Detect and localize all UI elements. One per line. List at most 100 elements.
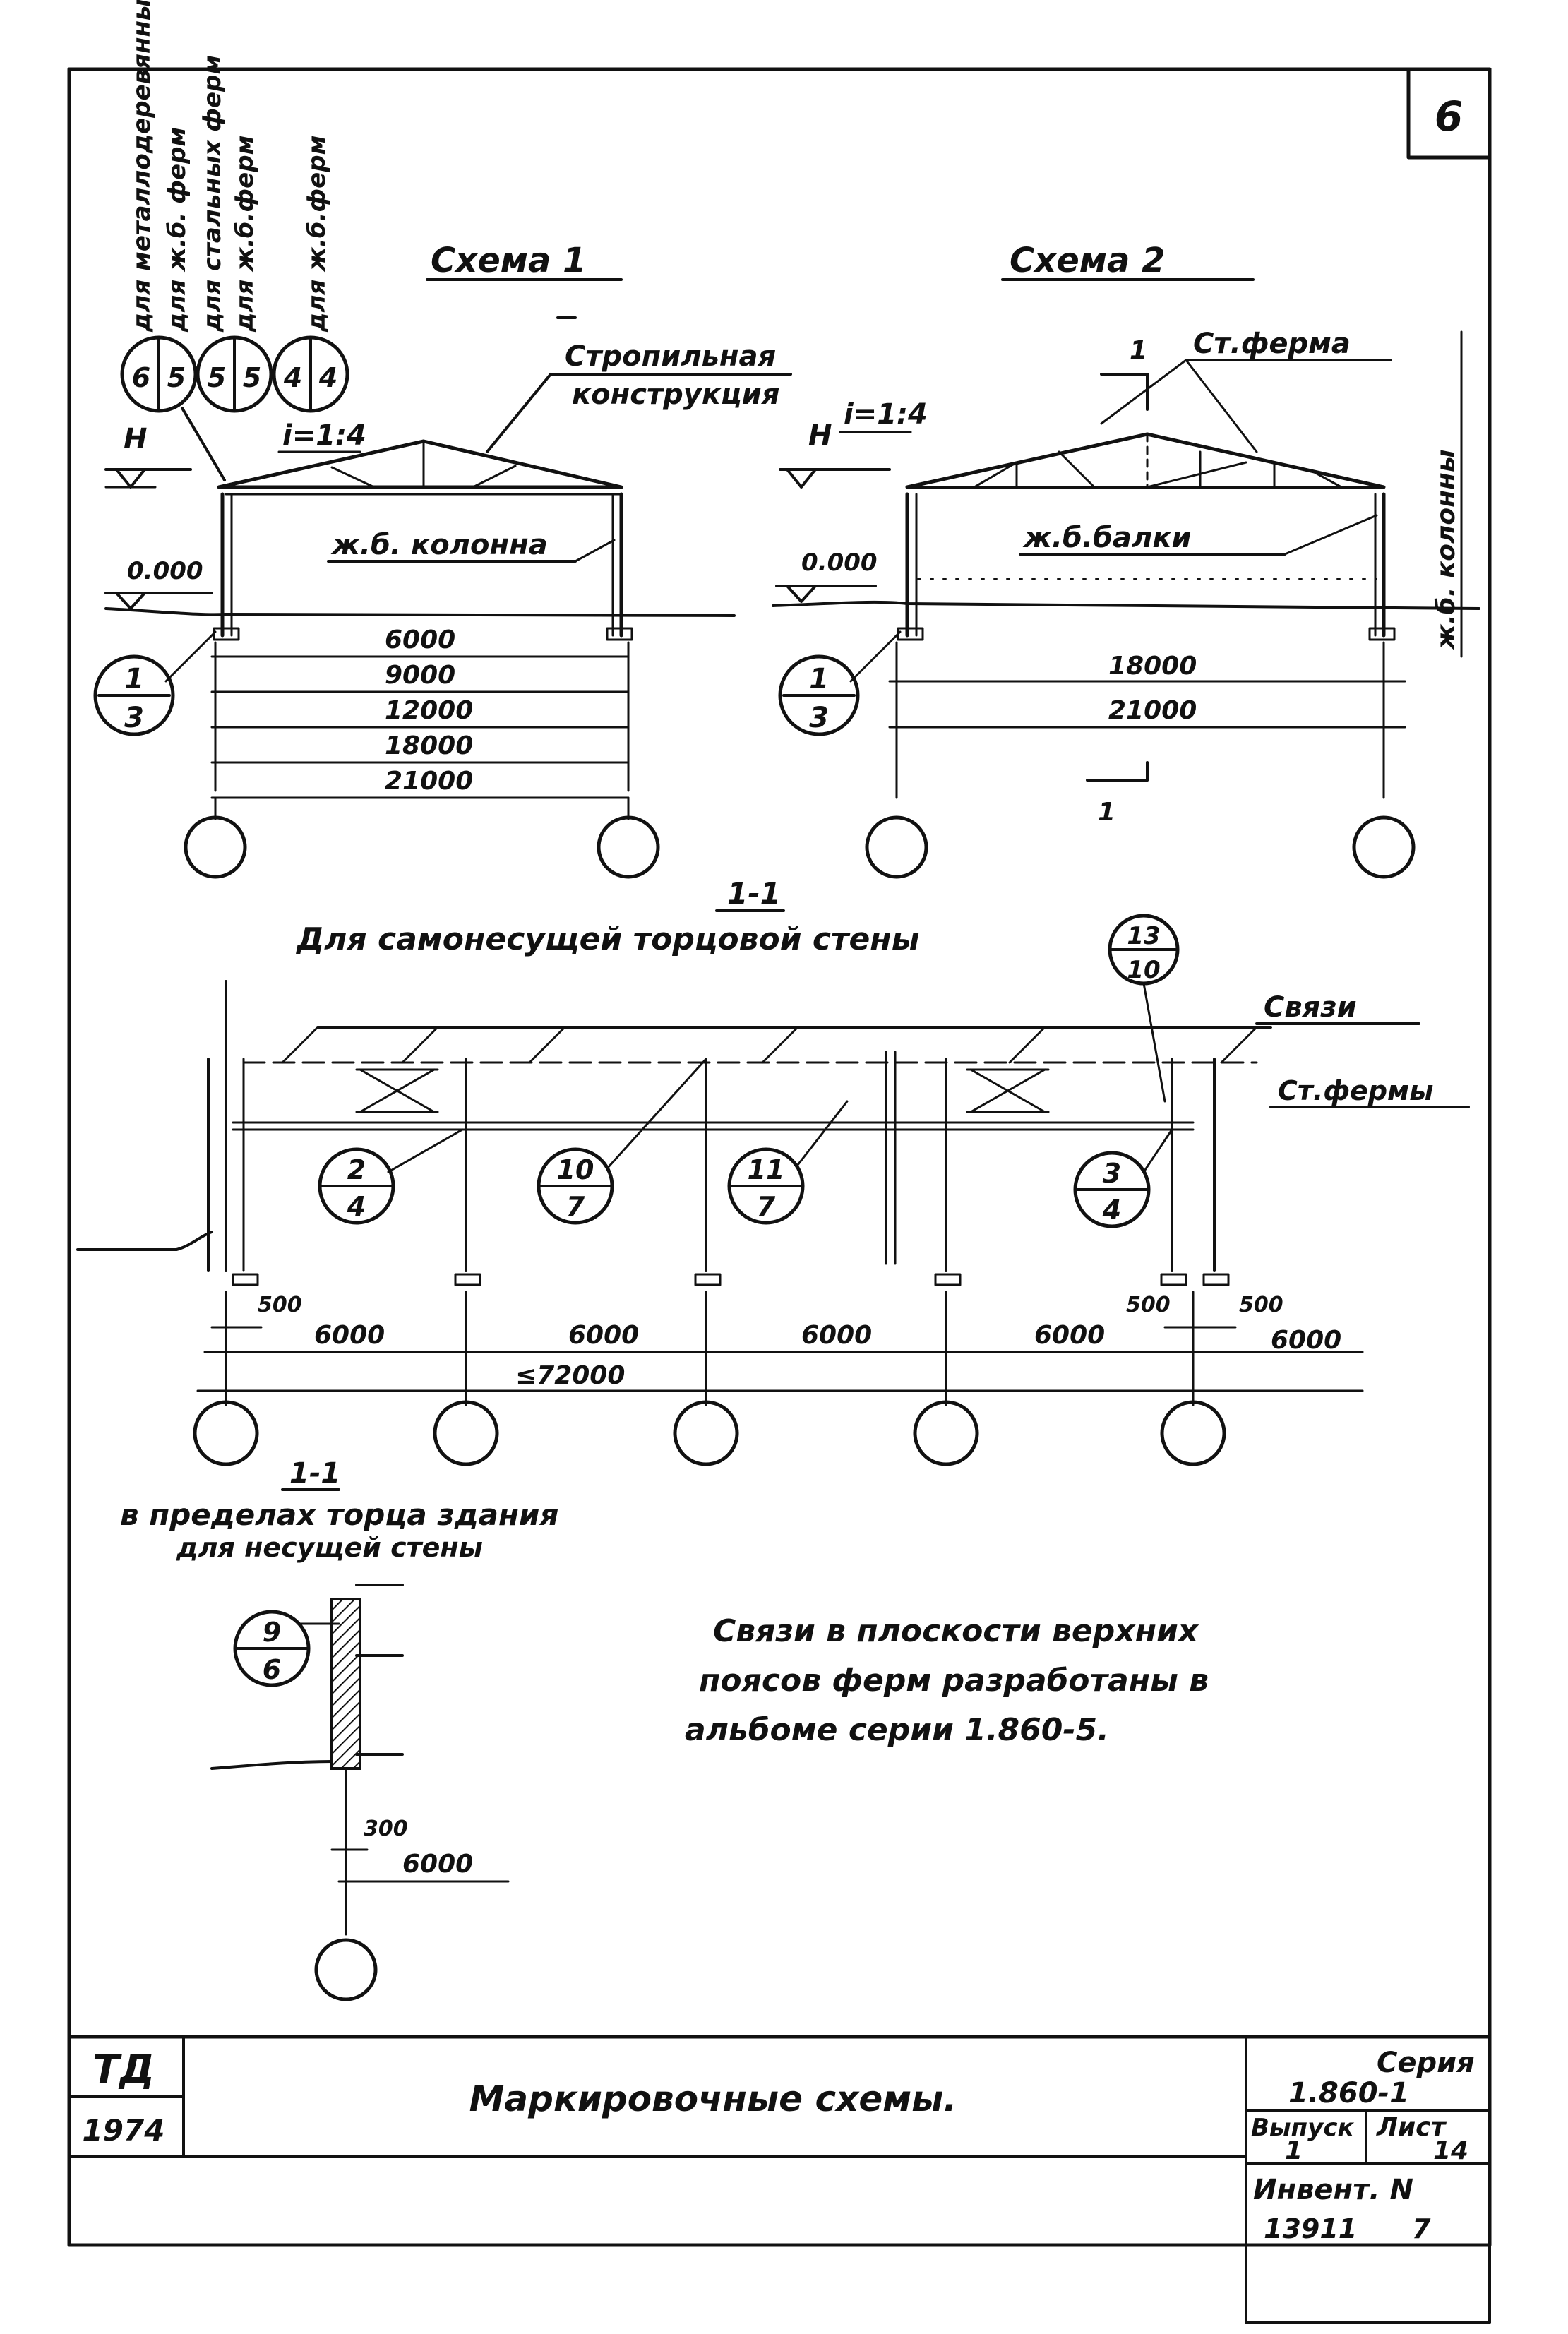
svg-text:500: 500: [1126, 1293, 1171, 1317]
sheet-value: 14: [1433, 2136, 1468, 2165]
scheme-2-beam-label: ж.б.балки: [1022, 522, 1192, 554]
legend-text-3: для стальных ферм: [198, 55, 227, 333]
legend-text-2: для ж.б. ферм: [163, 127, 191, 333]
scheme-1-dimensions: 6000 9000 12000 18000 21000: [210, 626, 630, 820]
svg-text:6000: 6000: [385, 626, 455, 654]
svg-text:5: 5: [243, 362, 261, 393]
svg-text:6000: 6000: [314, 1321, 385, 1350]
legend-marker-2: 5 5: [196, 335, 273, 413]
svg-text:21000: 21000: [385, 767, 473, 796]
svg-text:6000: 6000: [801, 1321, 872, 1350]
svg-text:конструкция: конструкция: [572, 378, 779, 411]
section-main-marker-1: 2 4: [318, 1128, 464, 1225]
year: 1974: [83, 2113, 165, 2148]
svg-text:13: 13: [1127, 922, 1160, 950]
section-end: 1-1 в пределах торца здания для несущей …: [120, 1457, 558, 2001]
legend: для металлодеревянных ферм для ж.б. ферм…: [120, 0, 349, 481]
section-columns: [207, 980, 1230, 1286]
sheet-label: Лист: [1376, 2113, 1447, 2142]
section-main-dimensions: 500 500 500 6000 6000 6000 6000 6000 ≤72…: [196, 1291, 1364, 1406]
svg-text:H: H: [124, 423, 147, 455]
series-value: 1.860-1: [1288, 2077, 1409, 2109]
note-line-3: альбоме серии 1.860-5.: [685, 1712, 1109, 1748]
legend-text-1: для металлодеревянных ферм: [128, 0, 156, 333]
org-name: ТД: [92, 2047, 155, 2093]
svg-text:1: 1: [124, 663, 144, 695]
svg-text:6: 6: [132, 362, 150, 393]
section-main-marker-4: 3 4: [1073, 1128, 1173, 1228]
svg-text:1: 1: [809, 663, 829, 695]
svg-text:6000: 6000: [1034, 1321, 1105, 1350]
svg-text:7: 7: [757, 1191, 776, 1222]
issue-value: 1: [1285, 2136, 1303, 2165]
svg-text:300: 300: [364, 1817, 408, 1841]
svg-text:12000: 12000: [385, 696, 473, 725]
scheme-2: Схема 2 Ст.ферма ж.б. колонны 1 i=1:4 H: [772, 241, 1480, 879]
svg-text:6000: 6000: [1271, 1326, 1341, 1355]
svg-text:1: 1: [1130, 336, 1147, 365]
scheme-2-dimensions: 18000 21000: [888, 641, 1406, 799]
frame: 6: [67, 67, 1492, 2247]
note-line-1: Связи в плоскости верхних: [713, 1613, 1199, 1649]
svg-text:18000: 18000: [385, 731, 473, 760]
inventory-extra: 7: [1412, 2213, 1431, 2244]
scheme-2-title: Схема 2: [1010, 241, 1165, 280]
svg-text:7: 7: [566, 1191, 585, 1222]
svg-text:0.000: 0.000: [801, 549, 878, 577]
section-main-marker-3: 11 7: [727, 1100, 849, 1225]
inventory-label: Инвент. N: [1253, 2174, 1413, 2206]
svg-text:3: 3: [124, 702, 144, 734]
scheme-1-slope: i=1:4: [282, 419, 366, 452]
section-end-marker: 9 6: [233, 1610, 340, 1687]
note: Связи в плоскости верхних поясов ферм ра…: [685, 1613, 1209, 1748]
svg-text:6: 6: [263, 1654, 281, 1685]
svg-text:H: H: [808, 419, 832, 452]
svg-text:4: 4: [318, 362, 337, 393]
svg-text:3: 3: [1103, 1158, 1121, 1189]
issue-label: Выпуск: [1251, 2114, 1354, 2142]
svg-text:500: 500: [258, 1293, 302, 1317]
svg-text:10: 10: [1127, 956, 1160, 984]
svg-text:4: 4: [283, 362, 302, 393]
legend-marker-1: 6 5: [120, 335, 198, 413]
trusses-label: Ст.фермы: [1278, 1075, 1433, 1106]
svg-text:18000: 18000: [1108, 652, 1197, 681]
scheme-2-slope: i=1:4: [844, 398, 928, 431]
roof-structure-label: Стропильная: [565, 340, 776, 373]
section-main-marker-top: 13 10: [1108, 914, 1180, 1103]
scheme-2-columns-label: ж.б. колонны: [1432, 450, 1461, 651]
note-line-2: поясов ферм разработаны в: [699, 1663, 1209, 1699]
svg-text:5: 5: [167, 362, 186, 393]
svg-text:4: 4: [1102, 1195, 1121, 1226]
svg-text:500: 500: [1239, 1293, 1283, 1317]
section-end-mark: 1-1: [289, 1457, 340, 1490]
section-main: 1-1 Для самонесущей торцовой стены 13 10…: [76, 876, 1470, 1466]
scheme-2-marker: 1 3: [778, 630, 902, 736]
svg-text:0.000: 0.000: [127, 557, 203, 585]
svg-text:6000: 6000: [402, 1850, 473, 1879]
scheme-1: Схема 1 Стропильная конструкция i=1:4 H …: [93, 241, 792, 879]
svg-text:10: 10: [557, 1154, 594, 1185]
svg-text:11: 11: [748, 1154, 785, 1185]
svg-text:5: 5: [208, 362, 226, 393]
section-main-mark: 1-1: [727, 876, 781, 911]
svg-text:1: 1: [1098, 798, 1115, 827]
legend-text-4: для ж.б.ферм: [231, 136, 259, 333]
title-block: ТД 1974 Маркировочные схемы. Серия 1.860…: [67, 2035, 1492, 2324]
section-main-marker-2: 10 7: [537, 1058, 707, 1225]
svg-text:≤72000: ≤72000: [515, 1361, 625, 1390]
section-end-caption-1: в пределах торца здания: [120, 1497, 558, 1532]
svg-text:6000: 6000: [568, 1321, 639, 1350]
svg-text:9: 9: [263, 1617, 281, 1648]
svg-text:9000: 9000: [385, 661, 455, 690]
section-end-caption-2: для несущей стены: [176, 1532, 483, 1563]
scheme-1-column-label: ж.б. колонна: [330, 529, 548, 561]
svg-text:3: 3: [809, 702, 829, 734]
scheme-2-truss-label: Ст.ферма: [1193, 328, 1351, 360]
svg-text:4: 4: [347, 1191, 366, 1222]
inventory-value: 13911: [1264, 2213, 1357, 2244]
scheme-1-marker: 1 3: [93, 630, 217, 736]
sheet-number: 6: [1435, 92, 1463, 140]
svg-text:2: 2: [347, 1154, 366, 1185]
section-main-caption: Для самонесущей торцовой стены: [295, 921, 920, 957]
